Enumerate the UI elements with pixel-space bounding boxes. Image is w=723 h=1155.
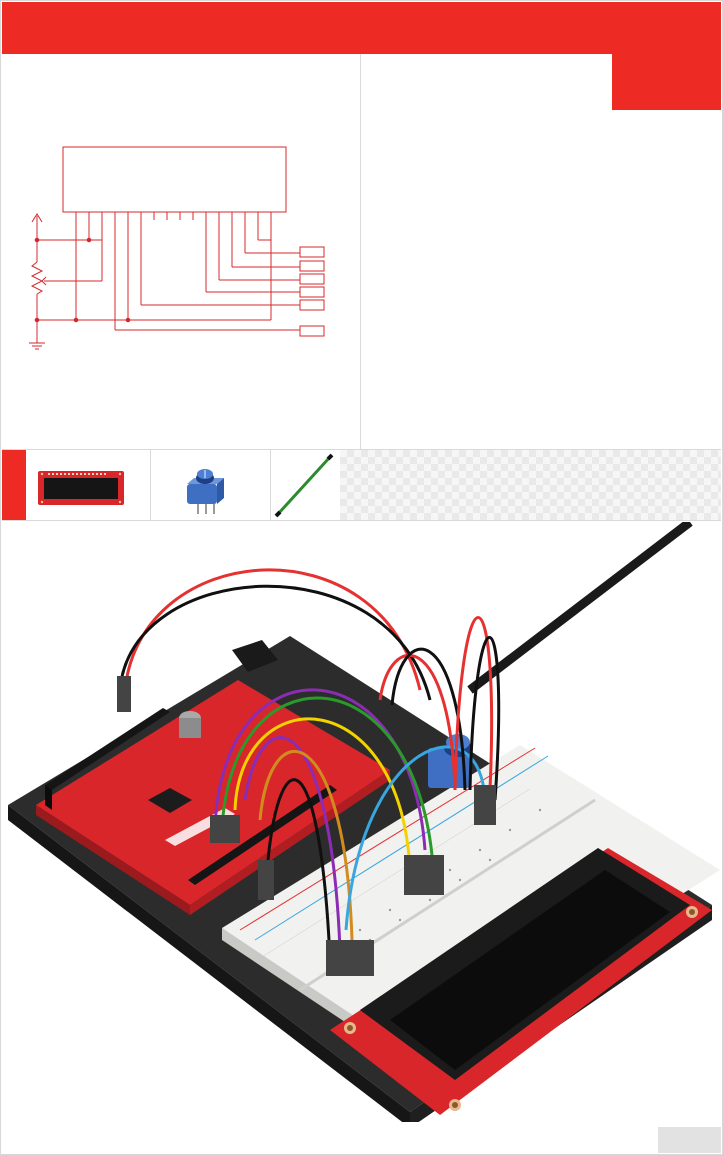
parts-strip-accent <box>2 450 26 520</box>
power-arrow-icon <box>32 214 42 240</box>
jumper-wire-icon <box>270 450 340 520</box>
lcd-module-icon <box>26 450 150 520</box>
header-band <box>2 2 721 54</box>
lcd-header-box <box>63 147 286 212</box>
pin-label-boxes <box>300 247 324 336</box>
column-divider <box>360 54 361 450</box>
header-pins <box>76 212 271 220</box>
breadboard-assembly-illustration <box>0 522 723 1122</box>
circuit-schematic <box>0 60 360 390</box>
potentiometer-icon <box>150 450 270 520</box>
part-cell-jumper <box>270 450 341 520</box>
usb-cable <box>470 522 690 690</box>
parts-strip-pattern <box>340 450 721 520</box>
parts-strip <box>2 450 721 520</box>
potentiometer-symbol <box>32 220 102 320</box>
ground-icon <box>29 320 45 349</box>
section-divider-bottom <box>2 520 721 521</box>
part-cell-potentiometer <box>150 450 271 520</box>
part-cell-lcd <box>26 450 151 520</box>
page-number-tab <box>658 1127 721 1153</box>
corner-marker <box>612 54 721 110</box>
